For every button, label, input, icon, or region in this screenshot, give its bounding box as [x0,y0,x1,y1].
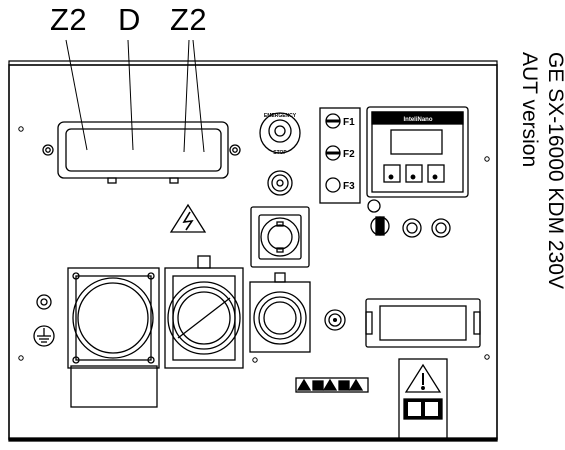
callout-z2-right: Z2 [170,2,208,37]
intelinano-controller [366,106,469,198]
callout-z2-left: Z2 [50,2,88,37]
cee-socket-small [249,272,311,353]
mounting-holes [18,126,490,363]
cee-socket-medium [164,255,244,369]
key-switch [367,199,451,238]
cable-gland [267,170,293,196]
fuse-label-f1: F1 [343,117,355,128]
controller-brand: InteliNano [403,117,432,123]
earth-terminal [33,294,55,347]
main-connector [42,121,241,184]
leader-lines [65,39,205,153]
heavy-duty-connector [365,298,481,348]
round-signal-connector [324,309,346,331]
label-plate [70,365,158,408]
cee-socket-large [67,267,160,369]
fuse-label-f2: F2 [343,149,355,160]
safety-pictogram-strip [295,377,369,393]
panel-outline [8,60,498,442]
warning-sign-plate [398,358,448,440]
emergency-stop-button [259,112,301,154]
high-voltage-warning-sign [169,203,207,233]
callout-d: D [118,2,141,37]
fuse-panel [319,107,361,204]
fuse-label-f3: F3 [343,181,355,192]
emergency-stop-top-label: EMERGENCY [264,113,297,119]
emergency-stop-bottom-label: STOP [273,150,287,156]
schuko-socket [250,206,310,268]
